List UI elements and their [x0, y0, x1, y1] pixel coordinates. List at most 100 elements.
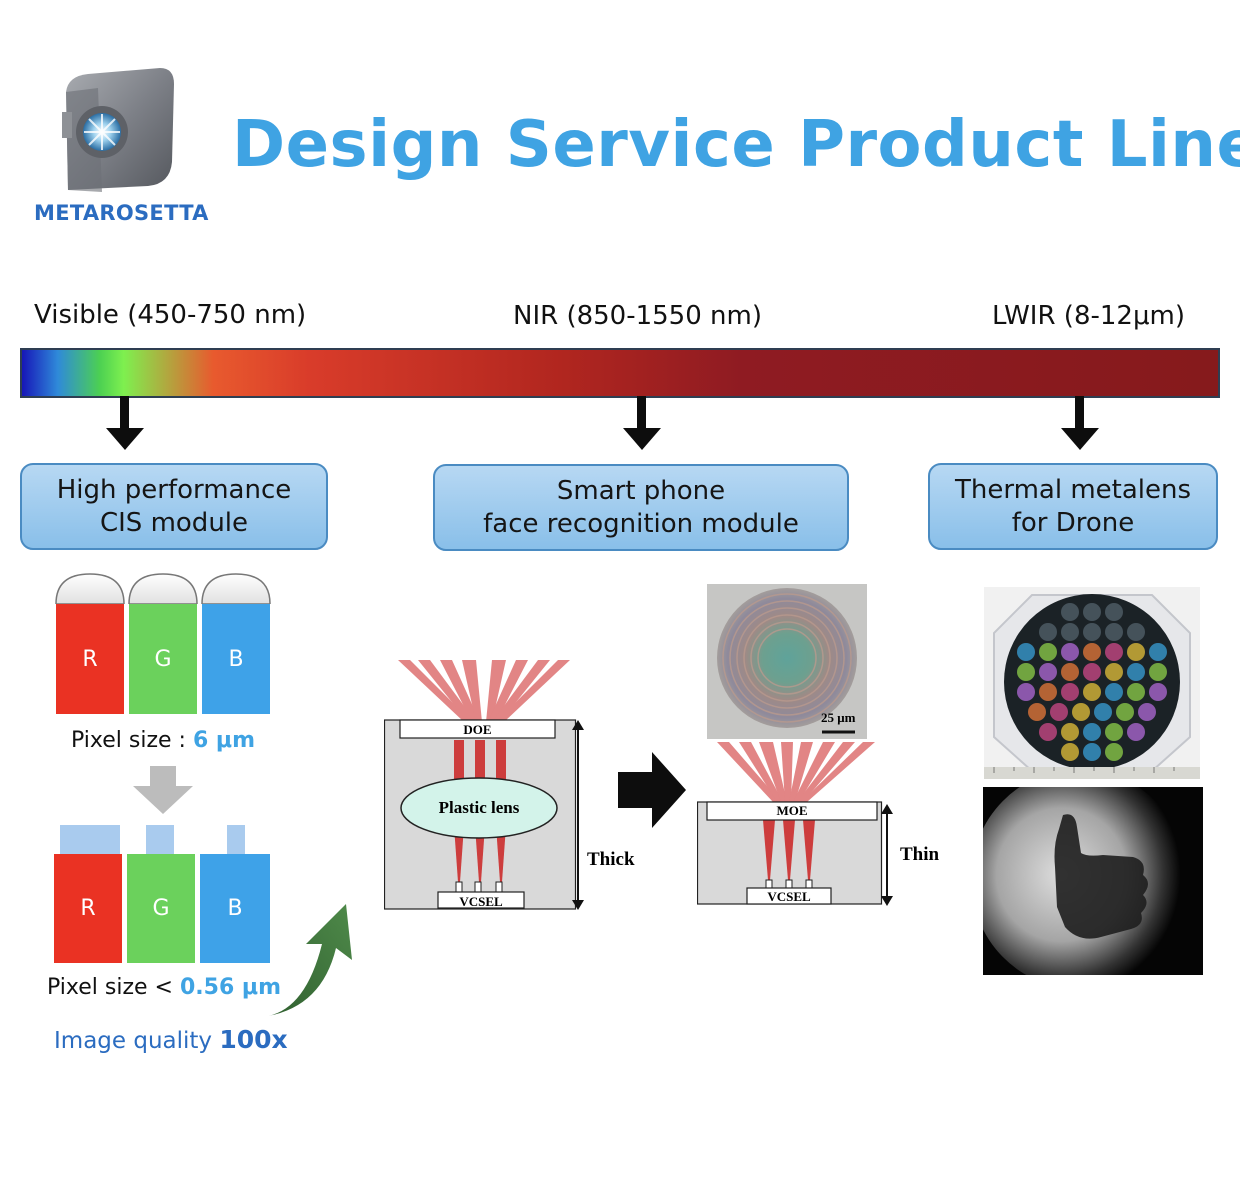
- wafer-die: [1149, 683, 1167, 701]
- moe-label: MOE: [776, 803, 808, 818]
- down-arrow-icon: [106, 396, 144, 450]
- metarosetta-logo-icon: [58, 66, 178, 196]
- metasurface-cap: [227, 825, 245, 854]
- channel-label: B: [227, 896, 243, 921]
- metalens-micrograph: 25 μm: [707, 584, 867, 739]
- wafer-die: [1149, 663, 1167, 681]
- product-line1: High performance: [56, 474, 292, 505]
- pixel-size-prefix: Pixel size <: [47, 975, 180, 1000]
- wafer-die: [1017, 683, 1035, 701]
- wafer-die: [1083, 683, 1101, 701]
- doe-label: DOE: [463, 722, 492, 737]
- wafer-die: [1039, 623, 1057, 641]
- wafer-die: [1127, 663, 1145, 681]
- pixel-blue: B: [200, 854, 270, 963]
- wafer-die: [1061, 683, 1079, 701]
- wafer-die: [1105, 643, 1123, 661]
- wafer-die: [1061, 663, 1079, 681]
- metasurface-cap: [146, 825, 174, 854]
- wafer-die: [1061, 623, 1079, 641]
- image-quality-prefix: Image quality: [54, 1028, 220, 1054]
- product-line1: Thermal metalens: [954, 474, 1192, 505]
- wafer-die: [1039, 683, 1057, 701]
- wafer-die: [1105, 603, 1123, 621]
- product-line2: face recognition module: [483, 508, 799, 539]
- wafer-die: [1105, 683, 1123, 701]
- wafer-die: [1061, 743, 1079, 761]
- wafer-die: [1127, 683, 1145, 701]
- thick-module-diagram: DOE Plastic lens VCSEL Thick: [384, 660, 644, 912]
- metalens-wafer-photo: [984, 587, 1200, 779]
- wafer-die: [1083, 643, 1101, 661]
- wafer-die: [1083, 723, 1101, 741]
- pixel-size-value: 0.56 μm: [179, 975, 282, 1000]
- product-line1: Smart phone: [556, 475, 726, 506]
- pixel-size-prefix: Pixel size :: [71, 728, 193, 753]
- page-title: Design Service Product Line: [232, 108, 1240, 182]
- pixel-size-value: 6 μm: [192, 728, 256, 753]
- channel-label: G: [152, 896, 170, 921]
- channel-label: R: [82, 646, 98, 672]
- wafer-die: [1017, 643, 1035, 661]
- wafer-die: [1105, 743, 1123, 761]
- pixel-red: R: [54, 854, 122, 963]
- product-line2: CIS module: [99, 507, 249, 538]
- thin-label: Thin: [900, 844, 940, 865]
- wafer-die: [1094, 703, 1112, 721]
- down-arrow-icon: [623, 396, 661, 450]
- right-arrow-icon: [618, 752, 686, 828]
- product-box-cis: High performance CIS module: [20, 463, 328, 550]
- vcsel-label: VCSEL: [767, 889, 811, 904]
- brand-name: METAROSETTA: [34, 201, 209, 225]
- wafer-die: [1105, 723, 1123, 741]
- wafer-die: [1127, 723, 1145, 741]
- channel-label: B: [228, 646, 244, 672]
- wafer-die: [1061, 723, 1079, 741]
- cis-pixel-array-large: R G B: [54, 572, 274, 714]
- image-quality-value: 100x: [219, 1025, 288, 1054]
- plastic-lens-label: Plastic lens: [438, 798, 520, 817]
- gray-down-arrow-icon: [133, 766, 193, 814]
- scale-bar-label: 25 μm: [821, 710, 856, 725]
- wafer-die: [1149, 643, 1167, 661]
- wafer-die: [1083, 603, 1101, 621]
- wafer-die: [1105, 663, 1123, 681]
- wafer-die: [1127, 643, 1145, 661]
- wafer-die: [1072, 703, 1090, 721]
- wafer-die: [1039, 723, 1057, 741]
- wafer-die: [1028, 703, 1046, 721]
- product-box-face-recognition: Smart phone face recognition module: [433, 464, 849, 551]
- vcsel-label: VCSEL: [459, 894, 503, 909]
- down-arrow-icon: [1061, 396, 1099, 450]
- wafer-die: [1039, 663, 1057, 681]
- thin-module-diagram: MOE VCSEL Thin: [697, 742, 947, 908]
- wafer-die: [1061, 643, 1079, 661]
- cis-pixel-array-small: R G B: [54, 825, 274, 963]
- channel-label: R: [80, 896, 96, 921]
- band-lwir-label: LWIR (8-12μm): [992, 301, 1185, 331]
- pixel-size-small: Pixel size < 0.56 μm: [47, 975, 281, 1000]
- wafer-die: [1039, 643, 1057, 661]
- thermal-thumbs-up-image: [983, 787, 1203, 975]
- wafer-die: [1083, 623, 1101, 641]
- wafer-die: [1083, 743, 1101, 761]
- wafer-die: [1083, 663, 1101, 681]
- wafer-die: [1105, 623, 1123, 641]
- product-line2: for Drone: [1011, 507, 1135, 538]
- pixel-size-large: Pixel size : 6 μm: [71, 728, 255, 753]
- wafer-die: [1017, 663, 1035, 681]
- wafer-die: [1116, 703, 1134, 721]
- spectrum-bar: [20, 348, 1220, 398]
- wafer-die: [1138, 703, 1156, 721]
- image-quality-note: Image quality 100x: [54, 1025, 288, 1054]
- curved-arrow-icon: [266, 900, 356, 1020]
- band-nir-label: NIR (850-1550 nm): [513, 301, 762, 331]
- product-box-thermal: Thermal metalens for Drone: [928, 463, 1218, 550]
- thick-label: Thick: [587, 849, 635, 870]
- wafer-die: [1061, 603, 1079, 621]
- metasurface-cap: [60, 825, 120, 854]
- pixel-blue: B: [202, 604, 270, 714]
- wafer-die: [1127, 623, 1145, 641]
- pixel-red: R: [56, 604, 124, 714]
- channel-label: G: [154, 646, 172, 672]
